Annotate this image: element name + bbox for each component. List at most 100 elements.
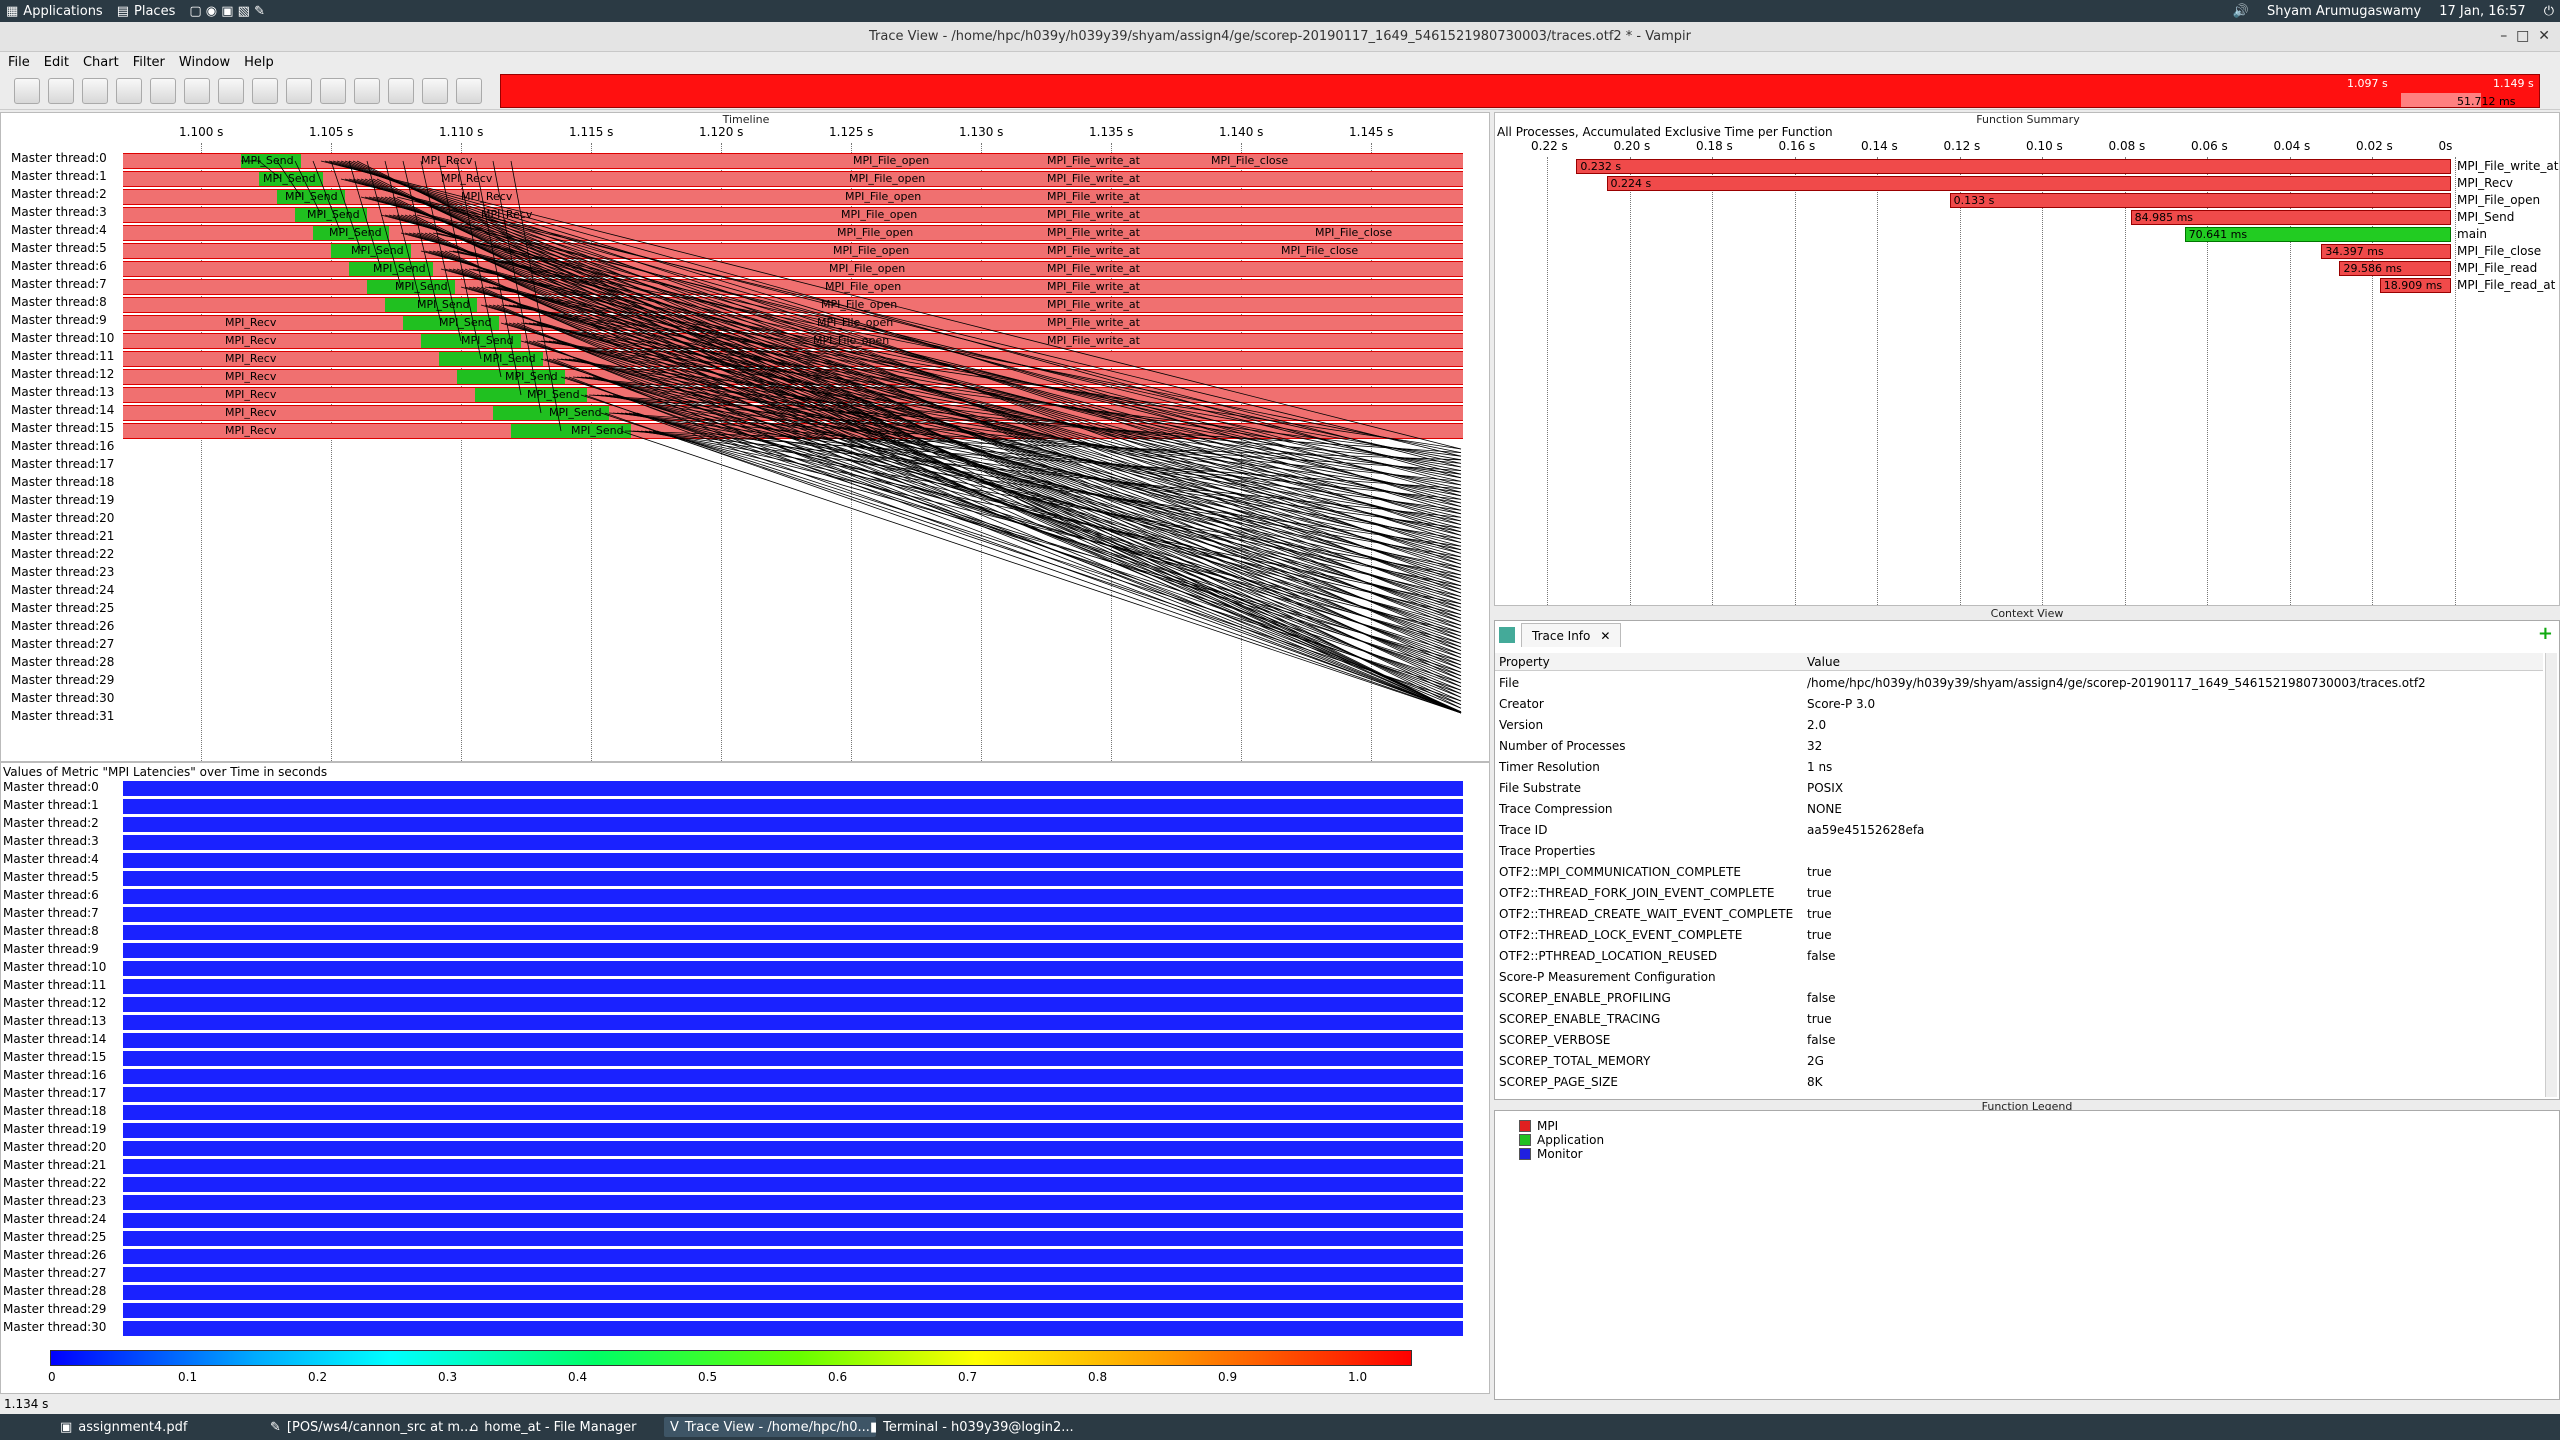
task-assignment-pdf[interactable]: ▣assignment4.pdf bbox=[60, 1419, 188, 1435]
counter-timeline-icon[interactable] bbox=[82, 78, 108, 104]
metric-thread-bar[interactable] bbox=[123, 1141, 1463, 1156]
close-tab-icon[interactable]: ✕ bbox=[1600, 628, 1611, 643]
metric-thread-bar[interactable] bbox=[123, 925, 1463, 940]
pin-icon[interactable] bbox=[422, 78, 448, 104]
metric-thread-bar[interactable] bbox=[123, 907, 1463, 922]
process-summary-icon[interactable] bbox=[218, 78, 244, 104]
timeline-thread-bar[interactable] bbox=[123, 243, 1463, 259]
menu-edit[interactable]: Edit bbox=[43, 54, 69, 70]
clock[interactable]: 17 Jan, 16:57 bbox=[2439, 3, 2526, 19]
metric-thread-bar[interactable] bbox=[123, 889, 1463, 904]
application-segment[interactable] bbox=[295, 208, 367, 222]
timeline-thread-bar[interactable] bbox=[123, 189, 1463, 205]
zoom-icon[interactable] bbox=[388, 78, 414, 104]
master-timeline-icon[interactable] bbox=[14, 78, 40, 104]
metric-thread-bar[interactable] bbox=[123, 817, 1463, 832]
metric-thread-bar[interactable] bbox=[123, 1177, 1463, 1192]
application-segment[interactable] bbox=[511, 424, 631, 438]
menu-chart[interactable]: Chart bbox=[82, 54, 119, 70]
message-summary-icon[interactable] bbox=[184, 78, 210, 104]
call-tree-icon[interactable] bbox=[320, 78, 346, 104]
menu-filter[interactable]: Filter bbox=[132, 54, 165, 70]
application-segment[interactable] bbox=[439, 352, 543, 366]
metric-thread-bar[interactable] bbox=[123, 1051, 1463, 1066]
application-segment[interactable] bbox=[421, 334, 521, 348]
function-summary-icon[interactable] bbox=[150, 78, 176, 104]
metric-thread-bar[interactable] bbox=[123, 1195, 1463, 1210]
application-segment[interactable] bbox=[457, 370, 565, 384]
function-summary-bar[interactable] bbox=[1606, 176, 2451, 191]
metric-thread-bar[interactable] bbox=[123, 871, 1463, 886]
metric-thread-bar[interactable] bbox=[123, 1303, 1463, 1318]
function-summary-bar[interactable] bbox=[2130, 210, 2451, 225]
user-menu[interactable]: Shyam Arumugaswamy bbox=[2266, 3, 2422, 19]
metric-thread-bar[interactable] bbox=[123, 1105, 1463, 1120]
context-menu-icon[interactable] bbox=[1499, 627, 1515, 643]
metric-thread-bar[interactable] bbox=[123, 1033, 1463, 1048]
metric-thread-bar[interactable] bbox=[123, 997, 1463, 1012]
metric-thread-bar[interactable] bbox=[123, 1267, 1463, 1282]
metric-thread-bar[interactable] bbox=[123, 1285, 1463, 1300]
task-editor[interactable]: ✎[POS/ws4/cannon_src at m... bbox=[270, 1419, 473, 1435]
window-titlebar[interactable]: Trace View - /home/hpc/h039y/h039y39/shy… bbox=[0, 22, 2560, 52]
metric-thread-bar[interactable] bbox=[123, 1213, 1463, 1228]
function-summary-bar[interactable] bbox=[1576, 159, 2451, 174]
function-summary-bar[interactable] bbox=[2339, 261, 2451, 276]
menu-window[interactable]: Window bbox=[178, 54, 231, 70]
launcher-icons[interactable]: ▢ ◉ ▣ ▧ ✎ bbox=[189, 3, 265, 19]
metric-thread-bar[interactable] bbox=[123, 1231, 1463, 1246]
context-scrollbar[interactable] bbox=[2545, 653, 2557, 1097]
metric-thread-bar[interactable] bbox=[123, 1159, 1463, 1174]
metric-thread-bar[interactable] bbox=[123, 943, 1463, 958]
menu-help[interactable]: Help bbox=[244, 54, 274, 70]
timeline-thread-bar[interactable] bbox=[123, 171, 1463, 187]
metric-thread-bar[interactable] bbox=[123, 1123, 1463, 1138]
metric-thread-bar[interactable] bbox=[123, 1087, 1463, 1102]
function-summary-bar[interactable] bbox=[2379, 278, 2451, 293]
communication-matrix-icon[interactable] bbox=[252, 78, 278, 104]
performance-radar-icon[interactable] bbox=[116, 78, 142, 104]
application-segment[interactable] bbox=[259, 172, 323, 186]
window-controls[interactable]: – □ ✕ bbox=[2500, 28, 2550, 44]
application-segment[interactable] bbox=[349, 262, 433, 276]
metric-thread-bar[interactable] bbox=[123, 1249, 1463, 1264]
metric-thread-bar[interactable] bbox=[123, 781, 1463, 796]
lightbulb-icon[interactable] bbox=[456, 78, 482, 104]
task-terminal[interactable]: ▮Terminal - h039y39@login2... bbox=[870, 1419, 1074, 1435]
application-segment[interactable] bbox=[403, 316, 499, 330]
context-row[interactable]: Score-P Measurement Configuration bbox=[1495, 967, 2543, 988]
metric-thread-bar[interactable] bbox=[123, 835, 1463, 850]
metric-thread-bar[interactable] bbox=[123, 1069, 1463, 1084]
metric-thread-bar[interactable] bbox=[123, 1015, 1463, 1030]
context-row[interactable]: Trace Properties bbox=[1495, 841, 2543, 862]
metric-thread-bar[interactable] bbox=[123, 1321, 1463, 1336]
context-row[interactable]: File/home/hpc/h039y/h039y39/shyam/assign… bbox=[1495, 673, 2543, 694]
application-segment[interactable] bbox=[331, 244, 411, 258]
metric-thread-bar[interactable] bbox=[123, 799, 1463, 814]
col-property[interactable]: Property bbox=[1499, 655, 1550, 669]
volume-icon[interactable]: 🔊 bbox=[2232, 3, 2249, 19]
application-segment[interactable] bbox=[241, 154, 301, 168]
application-segment[interactable] bbox=[493, 406, 609, 420]
process-timeline-icon[interactable] bbox=[48, 78, 74, 104]
metric-thread-bar[interactable] bbox=[123, 979, 1463, 994]
add-tab-icon[interactable]: + bbox=[2537, 623, 2553, 644]
power-icon[interactable]: ⏻ bbox=[2543, 3, 2554, 19]
metric-thread-bar[interactable] bbox=[123, 961, 1463, 976]
application-segment[interactable] bbox=[475, 388, 587, 402]
task-file-manager[interactable]: ⌂home_at - File Manager bbox=[470, 1419, 637, 1435]
